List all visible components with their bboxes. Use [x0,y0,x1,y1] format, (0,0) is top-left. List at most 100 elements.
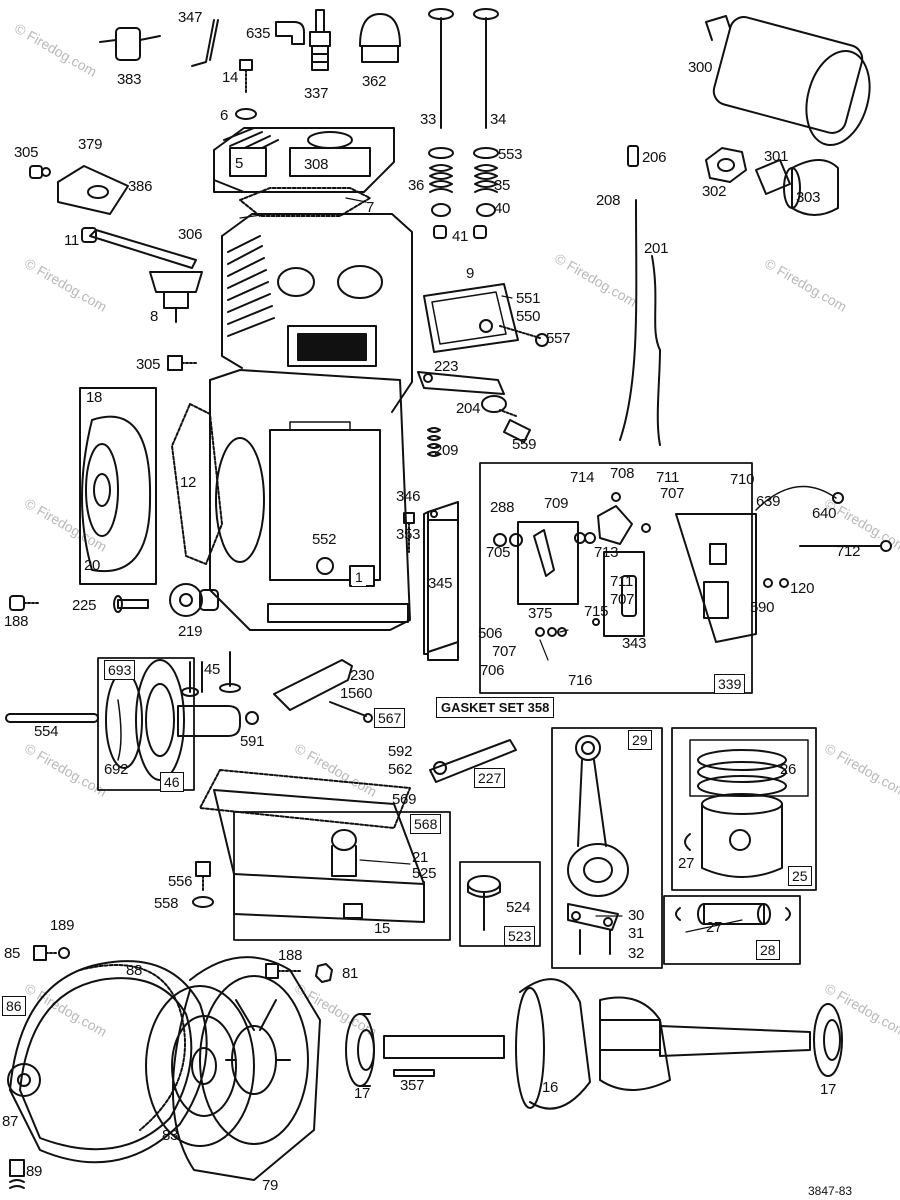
label-201: 201 [644,240,669,257]
valve-springs [428,147,499,239]
label-223: 223 [434,358,459,375]
label-558: 558 [154,895,179,912]
bolt-85 [33,945,70,961]
label-87: 87 [2,1113,19,1130]
valve-33 [428,8,454,129]
label-120: 120 [790,580,815,597]
part-362-cap [359,13,401,63]
label-27b: 27 [706,919,723,936]
ignition-parts [493,485,892,643]
label-712: 712 [836,543,861,560]
gasket-12 [171,403,223,565]
bolt-305b [167,355,199,371]
part-6-washer [235,108,257,120]
label-300: 300 [688,59,713,76]
label-11: 11 [64,232,79,249]
label-14: 14 [222,69,239,86]
filter-8 [149,271,203,323]
gasket-88 [79,964,186,1131]
label-209: 209 [434,442,459,459]
label-227: 227 [474,768,506,788]
piston-25 [684,749,787,878]
label-33: 33 [420,111,437,128]
label-45: 45 [204,661,221,678]
label-707c: 707 [492,643,517,660]
label-79: 79 [262,1177,279,1194]
label-567: 567 [374,708,406,728]
label-1560: 1560 [340,685,373,702]
label-592: 592 [388,743,413,760]
label-27a: 27 [678,855,695,872]
label-308: 308 [304,156,329,173]
label-506: 506 [478,625,503,642]
part-337-spark-plug [309,9,331,71]
box-18 [79,387,157,585]
label-556: 556 [168,873,193,890]
crankcase-79 [172,956,321,1181]
cam-shaft-554 [5,713,99,723]
label-375: 375 [528,605,553,622]
label-552: 552 [312,531,337,548]
sump-568 [199,769,425,923]
drawing-code: 3847-83 [808,1184,853,1198]
label-553: 553 [498,146,523,163]
label-383: 383 [117,71,142,88]
label-559: 559 [512,436,537,453]
label-337: 337 [304,85,329,102]
label-46: 46 [160,772,184,792]
label-89: 89 [26,1163,43,1180]
label-714: 714 [570,469,595,486]
bolt-188b [265,963,333,983]
label-1: 1 [352,568,366,586]
label-339: 339 [714,674,746,694]
label-5: 5 [232,154,247,173]
label-83: 83 [162,1127,179,1144]
label-568: 568 [410,814,442,834]
label-85: 85 [4,945,21,962]
label-635: 635 [246,25,271,42]
label-357: 357 [400,1077,425,1094]
label-8: 8 [150,308,159,325]
label-26: 26 [780,761,797,778]
label-562: 562 [388,761,413,778]
label-20: 20 [84,557,101,574]
label-711b: 711 [610,573,634,590]
label-36: 36 [408,177,425,194]
label-591: 591 [240,733,265,750]
crankshaft-16 [383,978,811,1110]
label-30: 30 [628,907,645,924]
label-345: 345 [428,575,453,592]
label-353: 353 [396,526,421,543]
label-302: 302 [702,183,727,200]
breather-9 [423,283,549,353]
label-709: 709 [544,495,569,512]
label-706: 706 [480,662,505,679]
label-41: 41 [452,228,469,245]
label-7: 7 [366,199,375,216]
muffler-300 [705,15,871,147]
leader-lines [239,197,743,933]
bearing-plate-18 [81,415,152,573]
label-17a: 17 [354,1085,371,1102]
cover-86 [7,960,208,1164]
box-339 [479,462,753,694]
head-gasket-7 [239,187,371,217]
part-347-shape [191,19,219,67]
valve-34 [473,8,499,129]
part-83 [145,985,255,1147]
label-35: 35 [494,177,511,194]
label-346: 346 [396,488,421,505]
part-89-spring [9,1159,25,1189]
label-208: 208 [596,192,621,209]
box-523 [459,861,541,947]
label-21: 21 [412,849,429,866]
label-81: 81 [342,965,359,982]
label-525: 525 [412,865,437,882]
label-17b: 17 [820,1081,837,1098]
label-29: 29 [628,730,652,750]
label-569: 569 [392,791,417,808]
box-28 [663,895,801,965]
label-639: 639 [756,493,781,510]
label-692: 692 [104,761,129,778]
